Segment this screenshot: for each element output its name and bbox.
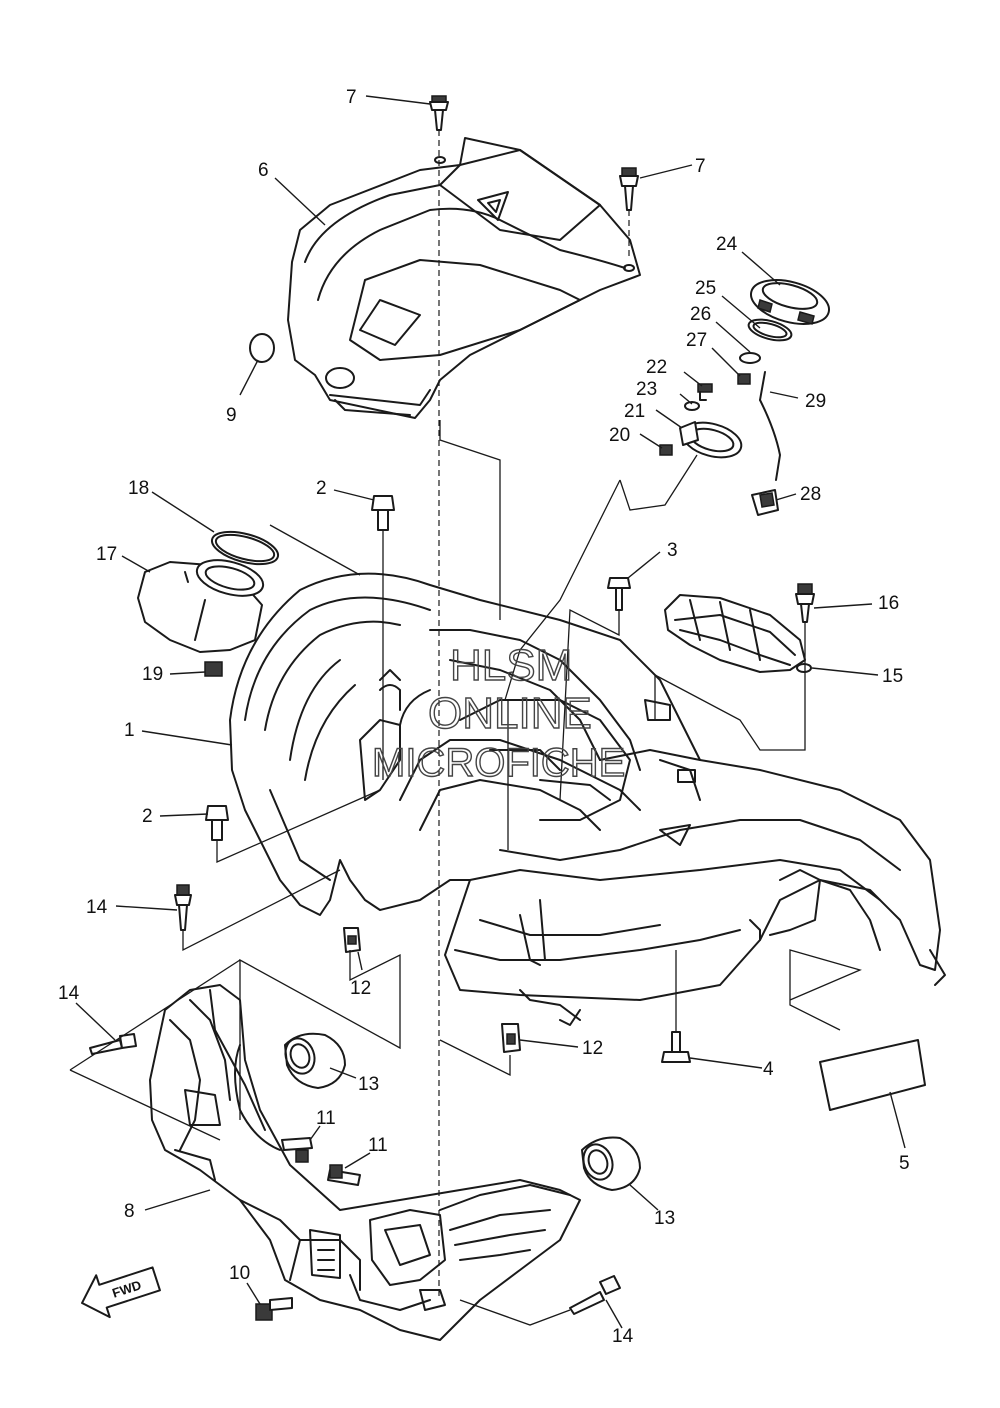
callout-17: 17: [96, 544, 117, 565]
rivet-14-upper: [174, 884, 192, 931]
bolt-2-lower: [205, 805, 229, 841]
callout-8: 8: [124, 1201, 135, 1222]
callout-23: 23: [636, 379, 657, 400]
callout-1: 1: [124, 720, 135, 741]
callout-14: 14: [58, 983, 80, 1004]
watermark-line-1: HLSM: [450, 641, 572, 690]
callout-7: 7: [695, 156, 706, 177]
callout-2: 2: [142, 806, 153, 827]
callout-28: 28: [800, 484, 821, 505]
watermark-line-2: ONLINE: [428, 689, 592, 738]
bolt-4: [661, 1031, 691, 1063]
callout-leaders: [75, 95, 906, 1329]
callout-14: 14: [86, 897, 108, 918]
watermark: HLSM ONLINE MICROFICHE: [371, 640, 626, 785]
plate-5: [819, 1039, 926, 1111]
front-lower-panel-8: [149, 984, 581, 1341]
callout-13: 13: [358, 1074, 379, 1095]
callout-11: 11: [316, 1108, 336, 1129]
callout-6: 6: [258, 160, 269, 181]
rivet-14-left: [89, 1033, 137, 1055]
callout-21: 21: [624, 401, 645, 422]
callout-18: 18: [128, 478, 149, 499]
bolt-16: [795, 583, 815, 623]
callout-24: 24: [716, 234, 738, 255]
callout-25: 25: [695, 278, 716, 299]
callout-7: 7: [346, 87, 357, 108]
callout-3: 3: [667, 540, 678, 561]
front-fender-1: [229, 572, 946, 1026]
grommet-13-left: [284, 1032, 346, 1089]
callout-22: 22: [646, 357, 667, 378]
watermark-line-3: MICROFICHE: [372, 741, 625, 785]
fuel-cap-assembly: [659, 279, 830, 516]
fastener-7-left: [429, 95, 449, 131]
bolt-10: [255, 1297, 293, 1321]
callout-14: 14: [612, 1326, 634, 1347]
forward-direction-arrow: FWD: [81, 1266, 161, 1319]
callout-27: 27: [686, 330, 707, 351]
callout-13: 13: [654, 1208, 675, 1229]
fastener-7-right: [619, 167, 639, 211]
grommet-13-right: [581, 1136, 641, 1191]
callout-12: 12: [582, 1038, 603, 1059]
callout-5: 5: [899, 1153, 910, 1174]
bolt-11-left: [281, 1137, 313, 1163]
rivet-14-bottom: [569, 1275, 621, 1315]
callout-numbers: 7 7 6 24 25 26 27 22 23 29 21 20 9 18 2 …: [58, 87, 910, 1347]
callout-26: 26: [690, 304, 711, 325]
bolt-11-right: [327, 1164, 361, 1186]
clip-12-right: [501, 1023, 521, 1053]
callout-11: 11: [368, 1135, 388, 1156]
callout-10: 10: [229, 1263, 250, 1284]
callout-20: 20: [609, 425, 630, 446]
reservoir-17: [137, 559, 265, 677]
callout-12: 12: [350, 978, 371, 999]
callout-16: 16: [878, 593, 899, 614]
front-top-panel: [287, 137, 641, 419]
plug-9: [249, 333, 275, 363]
callout-15: 15: [882, 666, 903, 687]
callout-9: 9: [226, 405, 237, 426]
callout-4: 4: [763, 1059, 774, 1080]
assembly-guide-lines: [69, 130, 862, 1326]
clip-12-left: [343, 927, 361, 953]
callout-29: 29: [805, 391, 826, 412]
bolt-2-upper: [371, 495, 395, 531]
bolt-3: [607, 577, 631, 611]
callout-2: 2: [316, 478, 327, 499]
cover-15: [664, 594, 812, 673]
clamp-ring-18: [210, 530, 280, 566]
callout-19: 19: [142, 664, 163, 685]
